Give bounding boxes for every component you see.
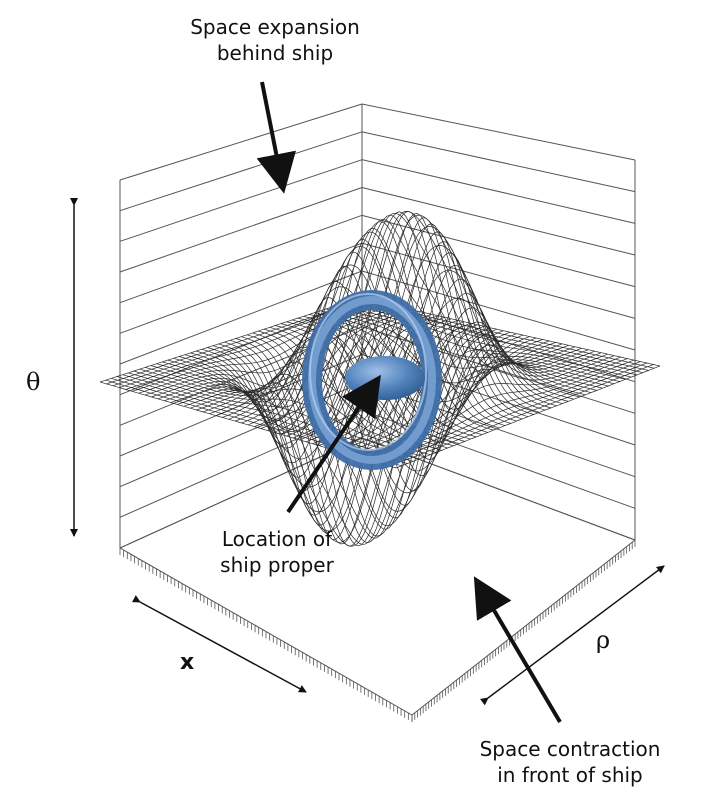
axis-label-x: x xyxy=(180,650,195,675)
label-space-expansion: Space expansion behind ship xyxy=(190,15,360,65)
x-axis-arrow xyxy=(131,595,307,693)
axis-label-rho: ρ xyxy=(596,626,611,654)
arrow-expansion xyxy=(256,81,296,194)
axis-label-theta: θ xyxy=(26,368,41,396)
warp-ring xyxy=(302,290,442,470)
label-space-contraction: Space contraction in front of ship xyxy=(479,737,661,787)
arrow-ship xyxy=(286,374,381,514)
ship-body xyxy=(345,356,425,400)
rho-axis-arrow xyxy=(480,565,665,706)
label-ship-location: Location of ship proper xyxy=(220,527,334,577)
